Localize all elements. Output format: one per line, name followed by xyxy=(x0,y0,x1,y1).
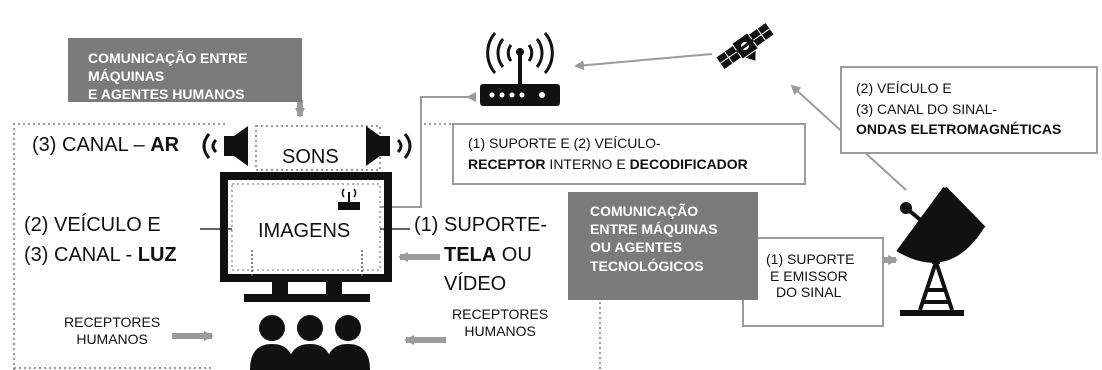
signal-channel-box: (2) VEÍCULO E (3) CANAL DO SINAL- ONDAS … xyxy=(840,66,1098,154)
signal-box-line1: (2) VEÍCULO E xyxy=(856,80,952,96)
screen-icon xyxy=(220,172,392,302)
receivers-right-label: RECEPTORES HUMANOS xyxy=(452,306,549,339)
human-communication-title-line2: E AGENTES HUMANOS xyxy=(88,86,245,103)
human-communication-title-line1: COMUNICAÇÃO ENTRE MÁQUINAS xyxy=(88,50,248,85)
wifi-router-icon xyxy=(480,32,560,106)
emitter-box-line1: (1) SUPORTE xyxy=(766,251,855,267)
suporte-label: (1) SUPORTE- xyxy=(414,214,547,236)
receiver-box-line2: RECEPTOR INTERNO E DECODIFICADOR xyxy=(468,155,748,172)
emitter-box-line2: E EMISSOR xyxy=(770,267,848,284)
emitter-box-line3: DO SINAL xyxy=(776,284,842,301)
machine-communication-line1: COMUNICAÇÃO xyxy=(590,203,699,219)
sounds-label: SONS xyxy=(282,146,339,168)
human-communication-title-box: COMUNICAÇÃO ENTRE MÁQUINAS E AGENTES HUM… xyxy=(68,38,302,102)
satellite-dish-icon xyxy=(896,186,986,316)
receiver-box-line1: (1) SUPORTE E (2) VEÍCULO- xyxy=(468,135,661,151)
router-connector-line xyxy=(364,92,476,208)
machine-communication-box: COMUNICAÇÃO ENTRE MÁQUINAS OU AGENTES TE… xyxy=(568,192,758,300)
satellite-icon xyxy=(716,23,774,69)
signal-box-line3: ONDAS ELETROMAGNÉTICAS xyxy=(856,121,1062,138)
video-label: VÍDEO xyxy=(444,273,507,295)
tela-label: TELA OU xyxy=(444,244,532,266)
images-label: IMAGENS xyxy=(258,220,351,242)
machine-communication-line3: OU AGENTES xyxy=(590,239,683,256)
speaker-icon-right xyxy=(366,126,412,166)
signal-box-line2: (3) CANAL DO SINAL- xyxy=(856,100,998,117)
canal-luz-label: (3) CANAL - LUZ xyxy=(24,244,177,266)
emitter-box: (1) SUPORTE E EMISSOR DO SINAL xyxy=(742,237,884,327)
receivers-left-label: RECEPTORES HUMANOS xyxy=(64,314,161,347)
machine-communication-line4: TECNOLÓGICOS xyxy=(590,257,704,274)
speaker-icon-left xyxy=(202,126,248,166)
arrows xyxy=(172,53,907,345)
canal-ar-label: (3) CANAL – AR xyxy=(32,134,180,156)
veiculo-label: (2) VEÍCULO E xyxy=(24,214,161,236)
machine-communication-line2: ENTRE MÁQUINAS xyxy=(590,221,718,238)
people-icon xyxy=(250,315,370,370)
receiver-decoder-box: (1) SUPORTE E (2) VEÍCULO- RECEPTOR INTE… xyxy=(452,123,806,185)
